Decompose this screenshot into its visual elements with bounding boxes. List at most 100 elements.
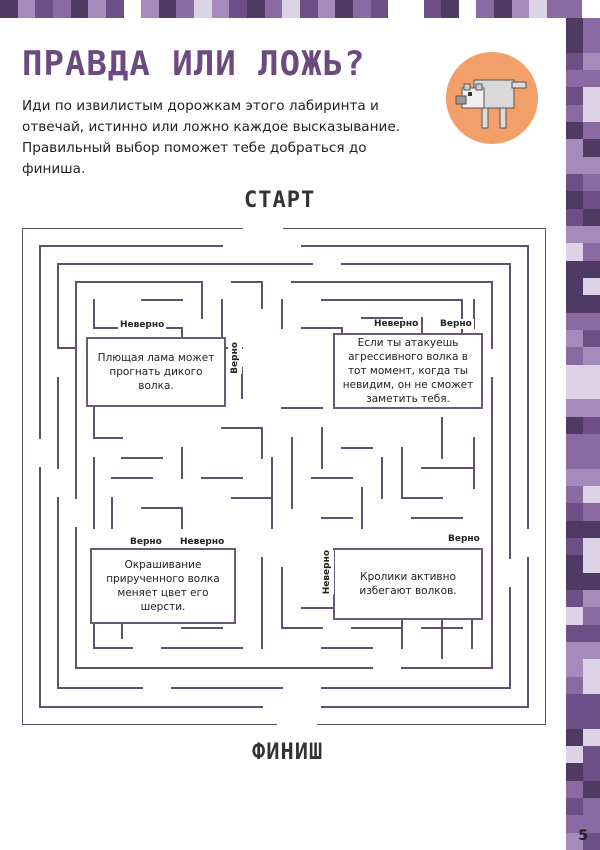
pixel-tile [566,416,583,434]
pixel-tile [566,312,583,330]
question-text-3: Окрашивание прирученного волка меняет цв… [106,559,220,613]
answer-tag-3a[interactable]: Верно [128,537,164,547]
pixel-tile [566,399,583,417]
pixel-tile [583,486,600,504]
answer-tag-1b[interactable]: Верно [228,342,242,374]
pixel-tile [566,694,583,712]
pixel-tile [566,156,583,174]
pixel-tile [583,451,600,469]
pixel-tile [264,0,283,18]
pixel-tile [583,35,600,53]
pixel-tile [582,0,600,18]
intro-text: Иди по извилистым дорожкам этого лабирин… [22,98,401,177]
pixel-tile [583,728,600,746]
pixel-tile [583,191,600,209]
pixel-tile [583,642,600,660]
pixel-tile [566,330,583,348]
pixel-tile [566,278,583,296]
pixel-tile [583,746,600,764]
pixel-tile [583,52,600,70]
pixel-tile [583,278,600,296]
pixel-tile [566,642,583,660]
pixel-tile [566,486,583,504]
pixel-tile [158,0,177,18]
pixel-tile [566,139,583,157]
pixel-tile [583,763,600,781]
pixel-tile [566,87,583,105]
pixel-tile [583,156,600,174]
pixel-tile [566,728,583,746]
pixel-tile [388,0,406,18]
pixel-tile [583,18,600,36]
pixel-tile [583,798,600,816]
pixel-tile [583,382,600,400]
pixel-tile [566,711,583,729]
answer-tag-2a[interactable]: Неверно [372,319,421,329]
pixel-tile [566,798,583,816]
pixel-tile [583,364,600,382]
page-title: ПРАВДА ИЛИ ЛОЖЬ? [22,44,366,84]
pixel-tile [566,226,583,244]
pixel-tile [566,104,583,122]
pixel-tile [583,503,600,521]
pixel-tile [247,0,265,18]
pixel-tile [176,0,195,18]
pixel-tile [52,0,71,18]
pixel-tile [566,607,583,625]
pixel-tile [566,503,583,521]
pixel-tile [583,139,600,157]
pixel-tile [583,208,600,226]
answer-tag-3b[interactable]: Неверно [178,537,227,547]
pixel-tile [566,191,583,209]
pixel-tile [423,0,442,18]
pixel-tile [583,590,600,608]
pixel-tile [370,0,389,18]
pixel-tile [0,0,18,18]
pixel-tile [583,659,600,677]
pixel-tile [566,676,583,694]
answer-tag-4b[interactable]: Верно [446,534,482,544]
pixel-tile [566,434,583,452]
maze-start-label: СТАРТ [244,188,316,213]
pixel-tile [458,0,477,18]
pixel-tile [70,0,89,18]
answer-tag-4a[interactable]: Неверно [320,550,334,595]
pixel-tile [583,676,600,694]
pixel-tile [583,226,600,244]
pixel-tile [282,0,300,18]
question-text-2: Если ты атакуешь агрессивного волка в то… [342,337,474,405]
pixel-tile [547,0,565,18]
pixel-tile [566,451,583,469]
pixel-tile [17,0,36,18]
avatar [446,52,538,144]
answer-tag-2b[interactable]: Верно [438,319,474,329]
pixel-tile [583,399,600,417]
pixel-tile [566,347,583,365]
pixel-tile [476,0,495,18]
pixel-tile [566,815,583,833]
pixel-tile [583,260,600,278]
pixel-tile [352,0,371,18]
pixel-tile [566,174,583,192]
maze-walls[interactable] [22,228,546,725]
pixel-tile [583,347,600,365]
pixel-tile [583,694,600,712]
answer-tag-1a[interactable]: Неверно [118,320,167,330]
pixel-tile [566,260,583,278]
pixel-border-top [0,0,600,18]
pixel-tile [566,18,583,36]
pixel-tile [529,0,548,18]
pixel-tile [583,572,600,590]
pixel-tile [583,624,600,642]
pixel-tile [583,520,600,538]
pixel-tile [299,0,318,18]
question-box-2: Если ты атакуешь агрессивного волка в то… [333,333,483,409]
pixel-tile [566,208,583,226]
pixel-tile [583,70,600,88]
question-box-3: Окрашивание прирученного волка меняет цв… [90,548,236,624]
pixel-tile [583,243,600,261]
pixel-tile [123,0,142,18]
pixel-tile [405,0,424,18]
question-box-4: Кролики активно избегают волков. [333,548,483,620]
pixel-tile [566,763,583,781]
